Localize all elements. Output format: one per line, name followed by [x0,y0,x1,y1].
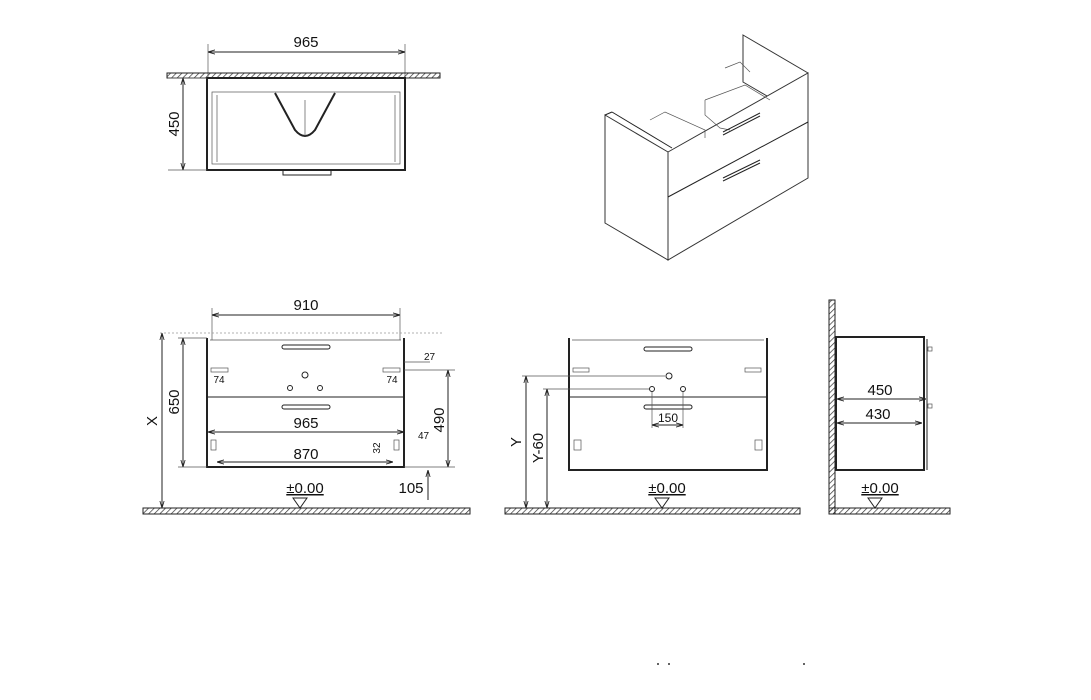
install-height-label: X [144,416,161,426]
isometric-view [604,34,809,261]
floor [142,507,471,515]
lower-height-label: 490 [431,407,448,432]
side-depth-inner-label: 430 [865,406,890,423]
top-depth-label: 450 [166,111,183,136]
drawer-width-label: 965 [293,415,318,432]
wall [828,299,836,515]
side-view: 450 430 ±0.00 [828,299,951,515]
floor [504,507,801,515]
top-view: 965 450 [166,34,441,176]
rail-spacing-label: 870 [293,446,318,463]
front-view: 910 74 74 27 965 870 47 32 490 105 650 [142,297,471,515]
bracket-height-label: 32 [372,442,383,454]
side-floor-level-label: ±0.00 [861,480,898,497]
cabinet-height-label: 650 [166,389,183,414]
rear-floor-level-label: ±0.00 [648,480,685,497]
top-width-label: 965 [293,34,318,51]
drain-height-label: Y [508,437,525,447]
supply-height-label: Y-60 [530,433,547,463]
supply-spacing-label: 150 [658,411,678,425]
upper-drawer-handle [722,112,761,136]
bracket-left-label: 74 [213,375,225,386]
bracket-depth-label: 47 [418,431,430,442]
side-depth-outer-label: 450 [867,382,892,399]
lower-drawer-handle [722,159,761,182]
front-top-width-label: 910 [293,297,318,314]
front-floor-level-label: ±0.00 [286,480,323,497]
side-offset-label: 27 [424,352,436,363]
bracket-right-label: 74 [386,375,398,386]
rear-view: 150 Y Y-60 ±0.00 [504,338,801,515]
floor-gap-label: 105 [398,480,423,497]
stray-marks [657,663,805,665]
floor [828,507,951,515]
